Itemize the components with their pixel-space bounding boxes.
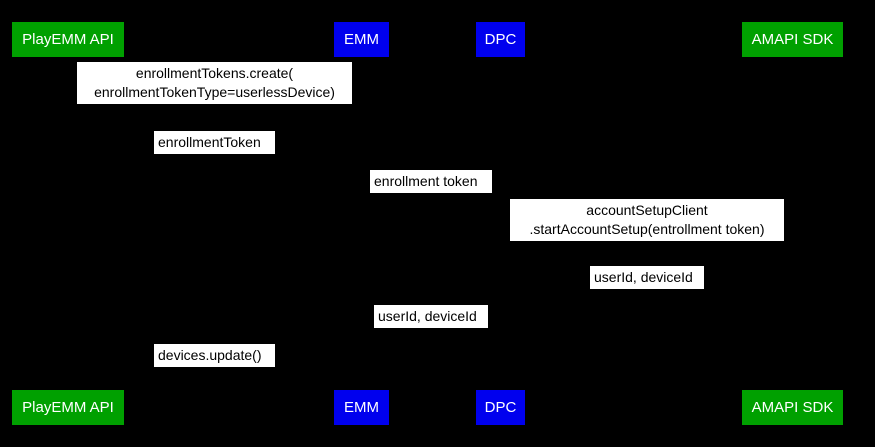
lifeline-2 — [500, 57, 502, 390]
message-label-3: accountSetupClient .startAccountSetup(en… — [510, 199, 784, 241]
message-label-2: enrollment token — [370, 170, 492, 193]
message-label-4: userId, deviceId — [590, 266, 704, 289]
participant-header-1[interactable]: EMM — [334, 22, 389, 57]
participant-header-0[interactable]: PlayEMM API — [12, 22, 124, 57]
message-label-1: enrollmentToken — [154, 131, 275, 154]
message-label-0: enrollmentTokens.create( enrollmentToken… — [77, 62, 352, 104]
lifeline-1 — [361, 57, 363, 390]
lifeline-0 — [68, 57, 69, 390]
participant-footer-2[interactable]: DPC — [476, 390, 525, 425]
participant-footer-3[interactable]: AMAPI SDK — [742, 390, 843, 425]
message-label-5: userId, deviceId — [374, 305, 488, 328]
message-label-6: devices.update() — [154, 344, 275, 367]
participant-footer-0[interactable]: PlayEMM API — [12, 390, 124, 425]
participant-header-2[interactable]: DPC — [476, 22, 525, 57]
lifeline-3 — [792, 57, 794, 390]
participant-footer-1[interactable]: EMM — [334, 390, 389, 425]
participant-header-3[interactable]: AMAPI SDK — [742, 22, 843, 57]
